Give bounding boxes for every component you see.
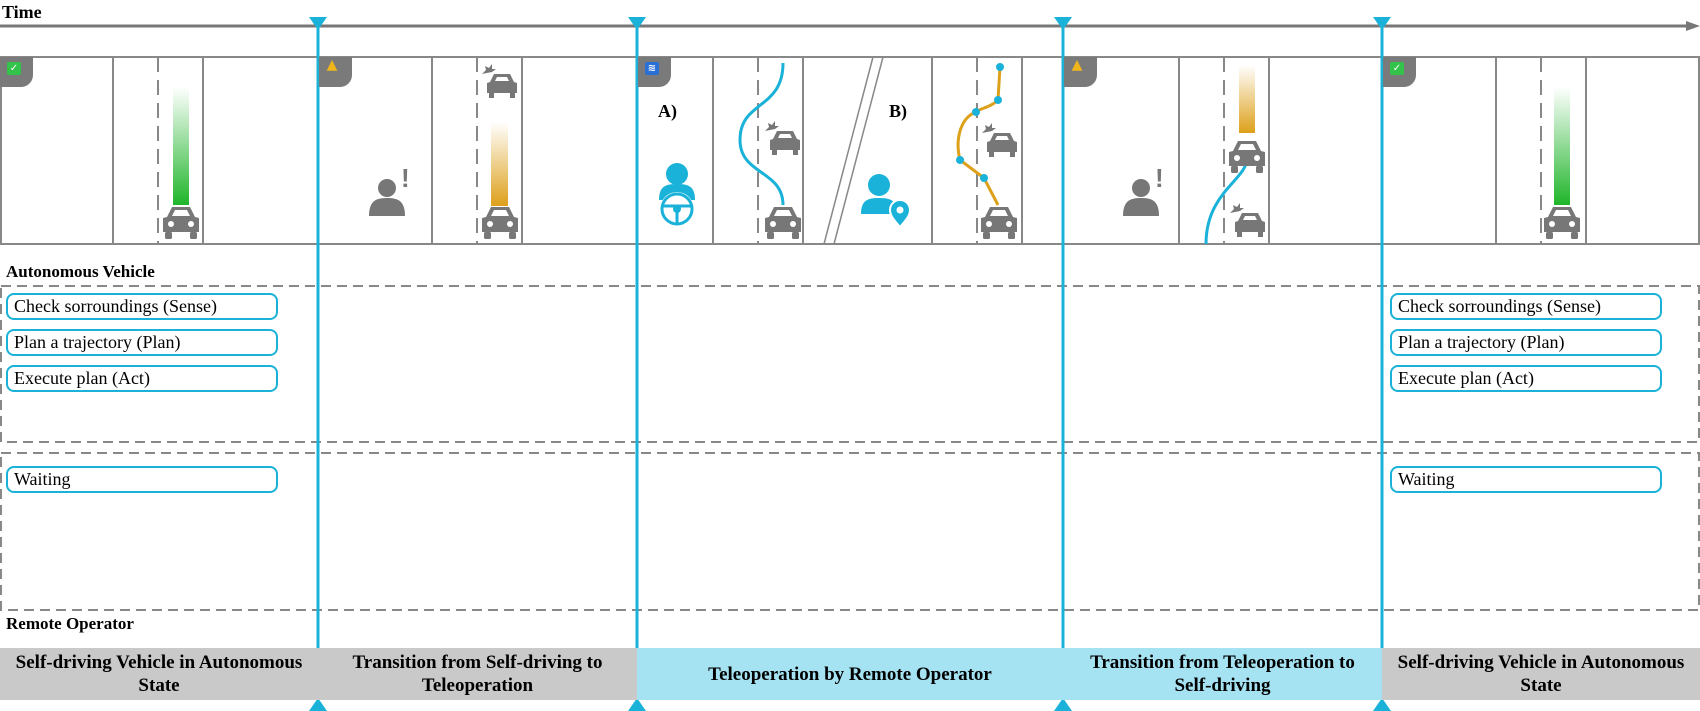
autonomous-vehicle-label: Autonomous Vehicle <box>6 262 155 281</box>
time-axis-arrow-icon <box>1686 21 1700 31</box>
svg-text:!: ! <box>401 163 410 193</box>
remote-operator-label: Remote Operator <box>6 614 134 633</box>
phase-transition-to-teleop: Transition from Self-driving to Teleoper… <box>318 648 637 700</box>
task-act: Execute plan (Act) <box>1390 365 1662 392</box>
network-status-icon: ≋ <box>638 57 671 87</box>
phase-teleoperation: Teleoperation by Remote Operator <box>637 648 1063 700</box>
task-act: Execute plan (Act) <box>6 365 278 392</box>
warning-status-icon: ▲ <box>319 57 352 87</box>
task-plan: Plan a trajectory (Plan) <box>6 329 278 356</box>
phase-transition-to-self-driving: Transition from Teleoperation to Self-dr… <box>1063 648 1382 700</box>
warning-status-icon: ▲ <box>1064 57 1097 87</box>
autonomous-vehicle-lane <box>0 285 1700 443</box>
remote-operator-lane <box>0 452 1700 611</box>
task-sense: Check sorroundings (Sense) <box>1390 293 1662 320</box>
phase-autonomous-start: Self-driving Vehicle in Autonomous State <box>0 648 318 700</box>
task-waiting: Waiting <box>6 466 278 493</box>
task-sense: Check sorroundings (Sense) <box>6 293 278 320</box>
road-strip: ! <box>0 56 1700 245</box>
check-status-icon: ✓ <box>1383 57 1416 87</box>
option-b-label: B) <box>889 101 907 121</box>
phase-dividers <box>309 17 1391 711</box>
check-status-icon: ✓ <box>0 57 33 87</box>
task-waiting: Waiting <box>1390 466 1662 493</box>
phase-autonomous-end: Self-driving Vehicle in Autonomous State <box>1382 648 1700 700</box>
task-plan: Plan a trajectory (Plan) <box>1390 329 1662 356</box>
time-label: Time <box>2 2 42 22</box>
svg-text:!: ! <box>1155 163 1164 193</box>
option-a-label: A) <box>658 101 677 121</box>
